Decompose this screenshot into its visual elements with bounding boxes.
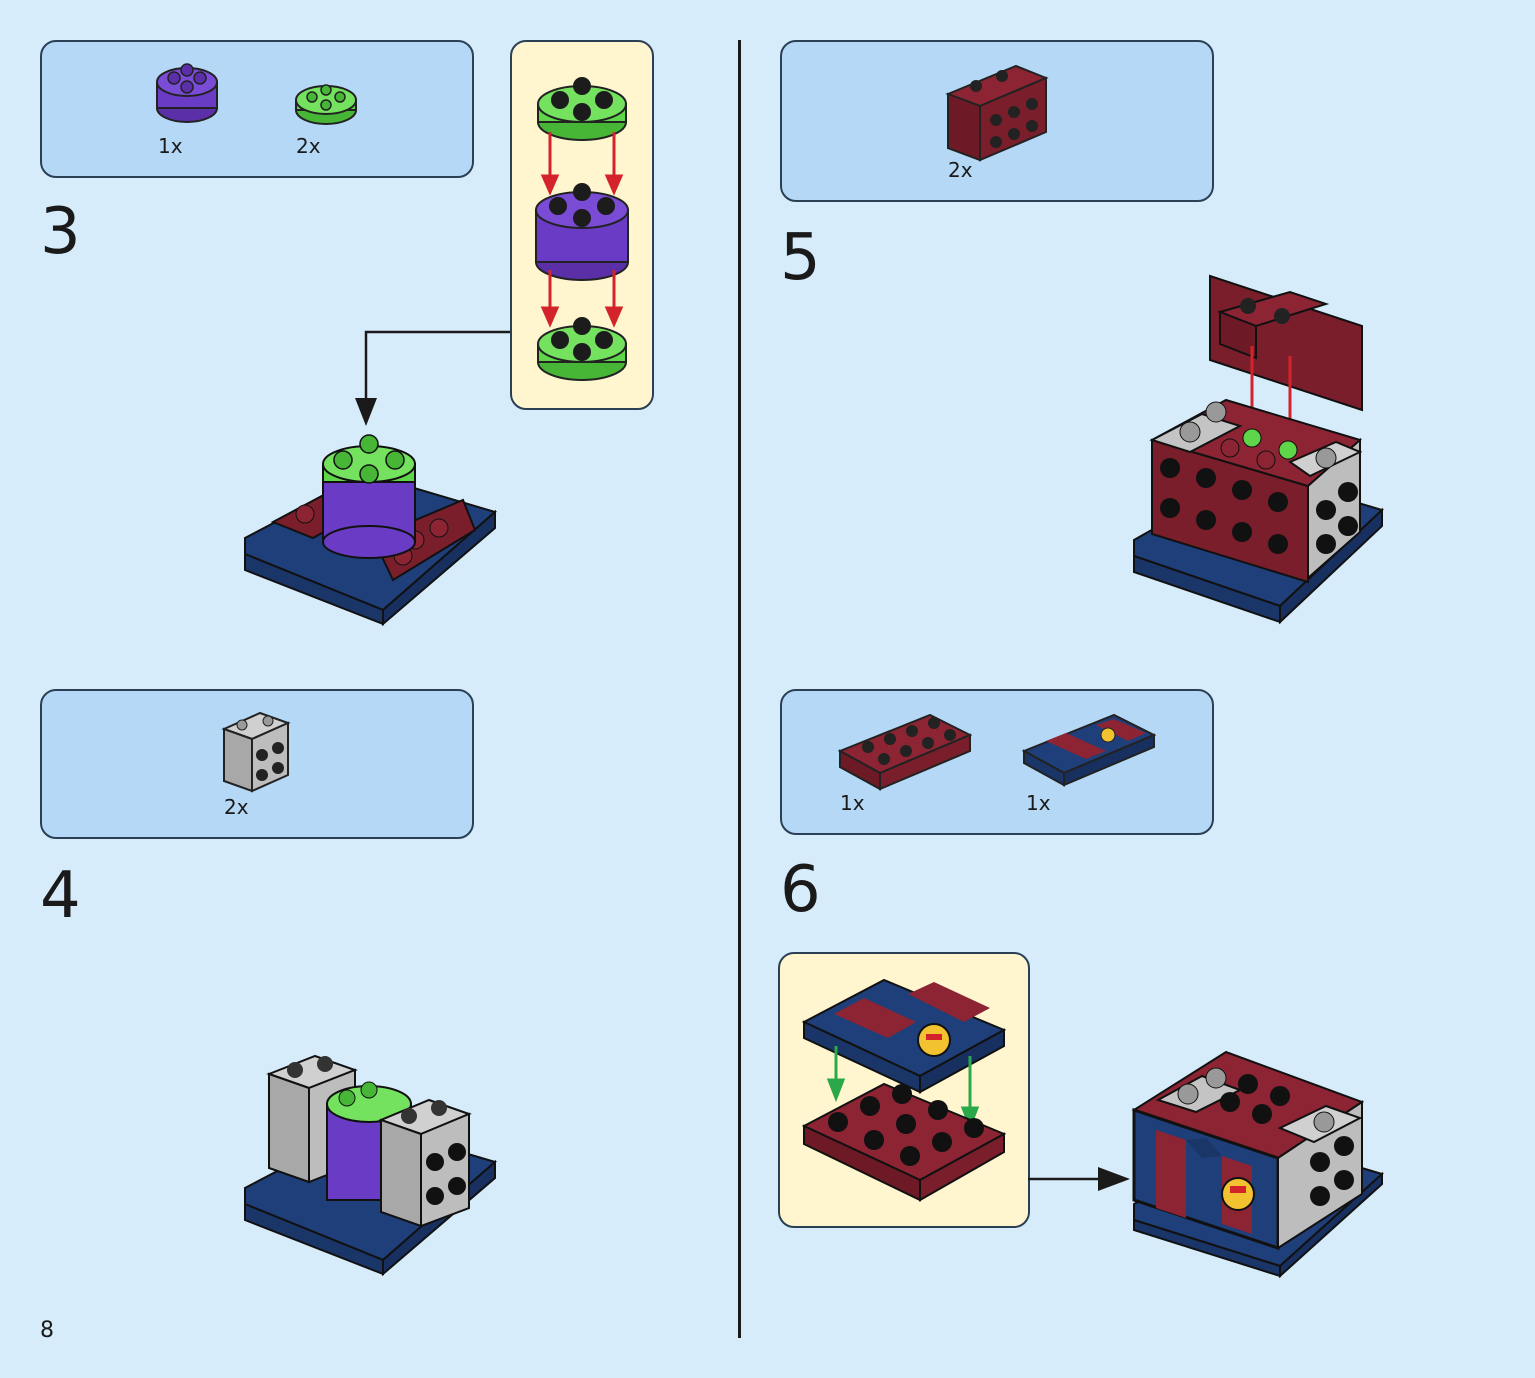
connector-arrow-icon [1028,1167,1130,1191]
parts-box-step-3: 1x 2x [40,40,474,178]
step-6-model-icon [1131,1050,1384,1279]
stack-assembly-icon [535,77,629,381]
green-round-plate-icon [295,84,357,125]
tile-on-plate-assembly-icon [801,978,1007,1202]
dark-red-bracket-icon [945,64,1049,162]
parts-box-step-6: 1x 1x [780,689,1214,835]
step-number: 5 [780,221,821,295]
qty-label: 2x [948,158,973,182]
sub-assembly-callout-step-3 [510,40,654,410]
step-3-model-icon [244,434,498,627]
step-number: 3 [40,195,81,269]
qty-label: 2x [224,795,249,819]
step-number: 4 [40,859,81,933]
step-5-model-icon [1133,274,1384,625]
qty-label: 1x [158,134,183,158]
page-number: 8 [40,1318,54,1343]
connector-arrow-icon [355,330,510,426]
purple-round-brick-icon [156,63,218,123]
parts-box-step-5: 2x [780,40,1214,202]
parts-box-step-4: 2x [40,689,474,839]
column-divider [738,40,741,1338]
qty-label: 1x [840,791,865,815]
dark-red-plate-icon [837,713,973,791]
qty-label: 1x [1026,791,1051,815]
step-4-model-icon [244,1054,498,1277]
qty-label: 2x [296,134,321,158]
step-number: 6 [780,853,821,927]
sub-assembly-callout-step-6 [778,952,1030,1228]
gray-brick-with-side-studs-icon [221,711,291,793]
printed-jersey-tile-icon [1021,713,1157,787]
